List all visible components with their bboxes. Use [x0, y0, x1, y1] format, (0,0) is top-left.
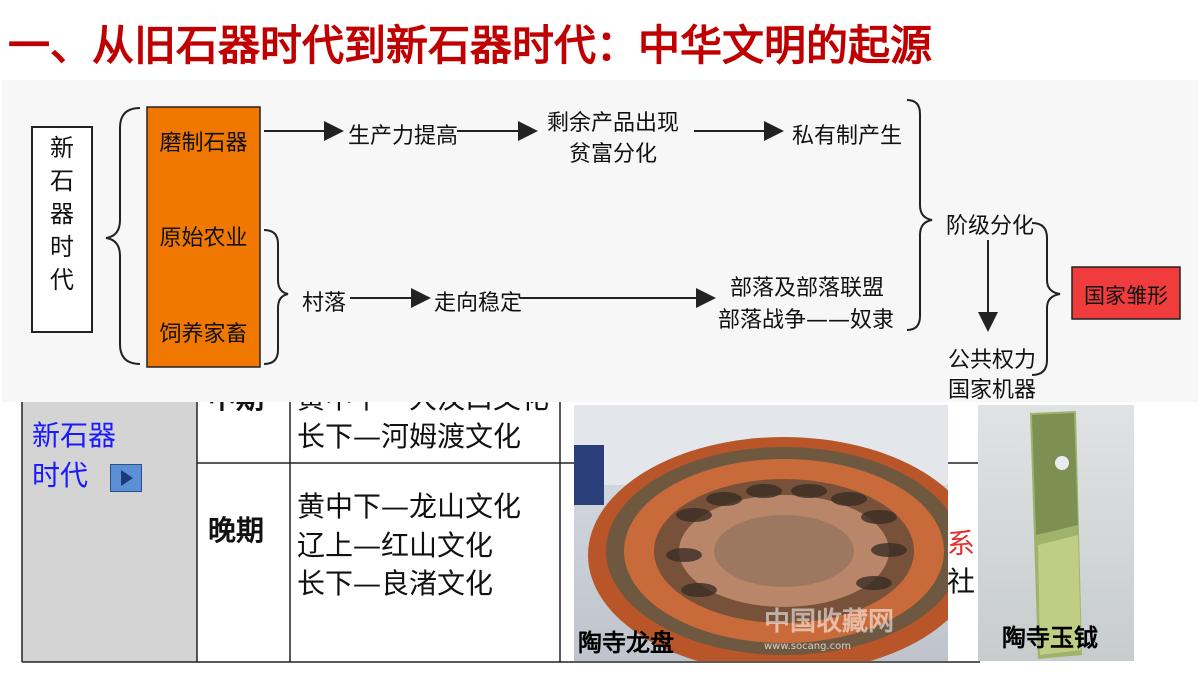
orange-item-agriculture: 原始农业 — [159, 226, 248, 251]
yue-illustration — [1030, 411, 1082, 659]
node-class-division: 阶级分化 — [946, 214, 1035, 239]
orange-item-grinding: 磨制石器 — [159, 131, 248, 156]
right-fragment-red: 系 — [947, 527, 976, 560]
late-period-label: 晚期 — [208, 514, 265, 547]
node-stable: 走向稳定 — [434, 291, 523, 316]
node-private-property: 私有制产生 — [792, 124, 903, 149]
late-culture-2: 辽上—红山文化 — [297, 529, 494, 562]
plate-caption: 陶寺龙盘 — [578, 629, 674, 657]
era-cell-line1: 新石器 — [32, 419, 117, 452]
yue-caption: 陶寺玉钺 — [1002, 624, 1098, 652]
node-productivity: 生产力提高 — [348, 124, 459, 149]
flow-diagram: 新 石 器 时 代 磨制石器 原始农业 饲养家畜 生产力提高 剩余产品出现 贫富… — [2, 80, 1198, 403]
plate-illustration — [574, 405, 948, 661]
node-tribe-alliance: 部落及部落联盟 — [730, 276, 885, 301]
node-tribal-war: 部落战争——奴隶 — [718, 308, 895, 333]
taosi-dragon-plate-image: 陶寺龙盘 中国收藏网 www.socang.com — [574, 405, 948, 661]
play-icon[interactable] — [110, 464, 142, 492]
flow-root-label: 新 石 器 时 代 — [50, 134, 74, 294]
taosi-jade-yue-image: 陶寺玉钺 — [978, 405, 1134, 661]
node-public-power: 公共权力 — [948, 348, 1037, 373]
node-surplus: 剩余产品出现 — [547, 111, 680, 136]
mid-culture-1: 黄中下—大汶口文化 — [297, 402, 549, 417]
node-state-machine: 国家机器 — [948, 378, 1037, 403]
mid-culture-2: 长下—河姆渡文化 — [297, 420, 522, 453]
page-title: 一、从旧石器时代到新石器时代：中华文明的起源 — [8, 21, 933, 70]
right-fragment: 社 — [947, 565, 976, 598]
node-village: 村落 — [302, 291, 347, 316]
era-cell-line2: 时代 — [32, 459, 89, 492]
plate-watermark: 中国收藏网 — [764, 607, 895, 637]
node-state-embryo: 国家雏形 — [1084, 284, 1168, 308]
late-culture-1: 黄中下—龙山文化 — [297, 490, 522, 523]
flow-lines — [31, 99, 1181, 376]
mid-period-label: 中期 — [208, 402, 264, 417]
plate-site: www.socang.com — [764, 641, 851, 652]
orange-item-livestock: 饲养家畜 — [159, 322, 248, 347]
late-culture-3: 长下—良渚文化 — [297, 567, 494, 600]
node-wealth-gap: 贫富分化 — [569, 142, 658, 167]
